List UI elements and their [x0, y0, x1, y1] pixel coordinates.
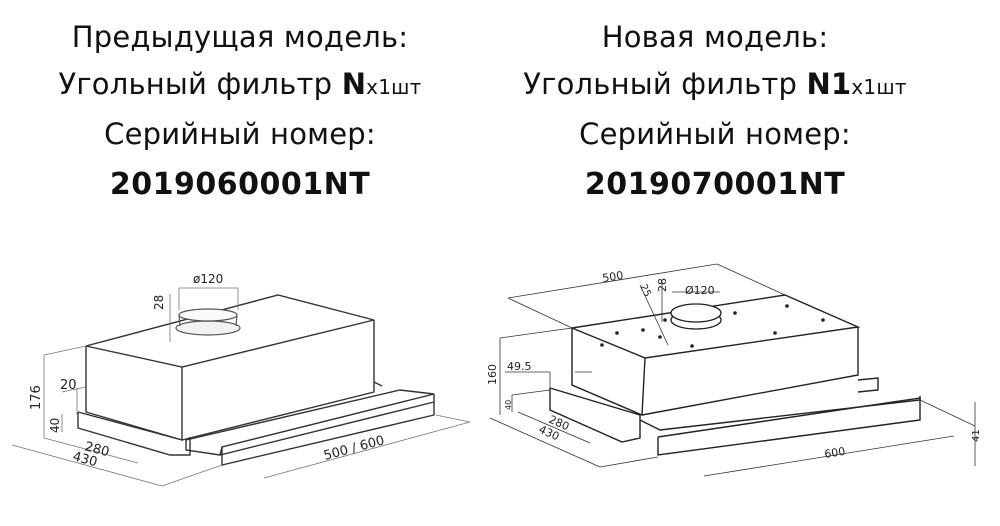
filter-qty: x1 — [851, 75, 877, 99]
filter-unit: шт — [391, 75, 422, 99]
filter-code: N — [341, 67, 367, 101]
new-model-heading: Новая модель: — [601, 20, 829, 54]
filter-label: Угольный фильтр — [523, 67, 798, 101]
new-serial-label: Серийный номер: — [579, 117, 851, 151]
previous-model-filter: Угольный фильтр Nx1шт — [0, 61, 480, 111]
duct-diameter-label: Ø120 — [685, 284, 715, 297]
panel-height-label: 40 — [504, 400, 513, 410]
new-model-info: Новая модель: Угольный фильтр N1x1шт Сер… — [480, 14, 950, 210]
side-offset-label: 49.5 — [507, 360, 532, 373]
previous-model-heading: Предыдущая модель: — [71, 20, 409, 54]
duct-diameter-label: ø120 — [193, 272, 223, 286]
previous-serial-label: Серийный номер: — [104, 117, 376, 151]
filter-code: N1 — [806, 67, 852, 101]
duct-height-label: 28 — [656, 278, 669, 292]
width-label: 500 / 600 — [322, 433, 386, 464]
total-height-label: 176 — [29, 385, 44, 410]
filter-qty: x1 — [366, 75, 392, 99]
panel-offset-label: 20 — [60, 378, 77, 393]
duct-offset-label: 25 — [637, 283, 652, 299]
panel-height-label: 40 — [48, 418, 62, 433]
previous-model-drawing: ø120 28 176 20 40 280 430 500 / 600 — [11, 272, 471, 487]
front-height-label: 41 — [971, 429, 982, 442]
filter-unit: шт — [876, 75, 907, 99]
new-serial-number: 2019070001NT — [584, 167, 846, 202]
outer-depth-label: 430 — [71, 449, 99, 470]
duct-height-label: 28 — [152, 295, 166, 310]
mounting-holes — [600, 304, 825, 348]
panel-width-label: 600 — [823, 445, 846, 461]
new-model-filter: Угольный фильтр N1x1шт — [480, 61, 950, 111]
previous-model-info: Предыдущая модель: Угольный фильтр Nx1шт… — [0, 14, 480, 210]
previous-serial-number: 2019060001NT — [109, 167, 371, 202]
body-width-label: 500 — [601, 269, 624, 285]
filter-label: Угольный фильтр — [58, 67, 333, 101]
inner-depth-label: 280 — [83, 439, 111, 460]
total-height-label: 160 — [486, 364, 499, 385]
new-model-drawing: 500 25 28 Ø120 160 49.5 40 280 430 600 4… — [486, 263, 982, 477]
